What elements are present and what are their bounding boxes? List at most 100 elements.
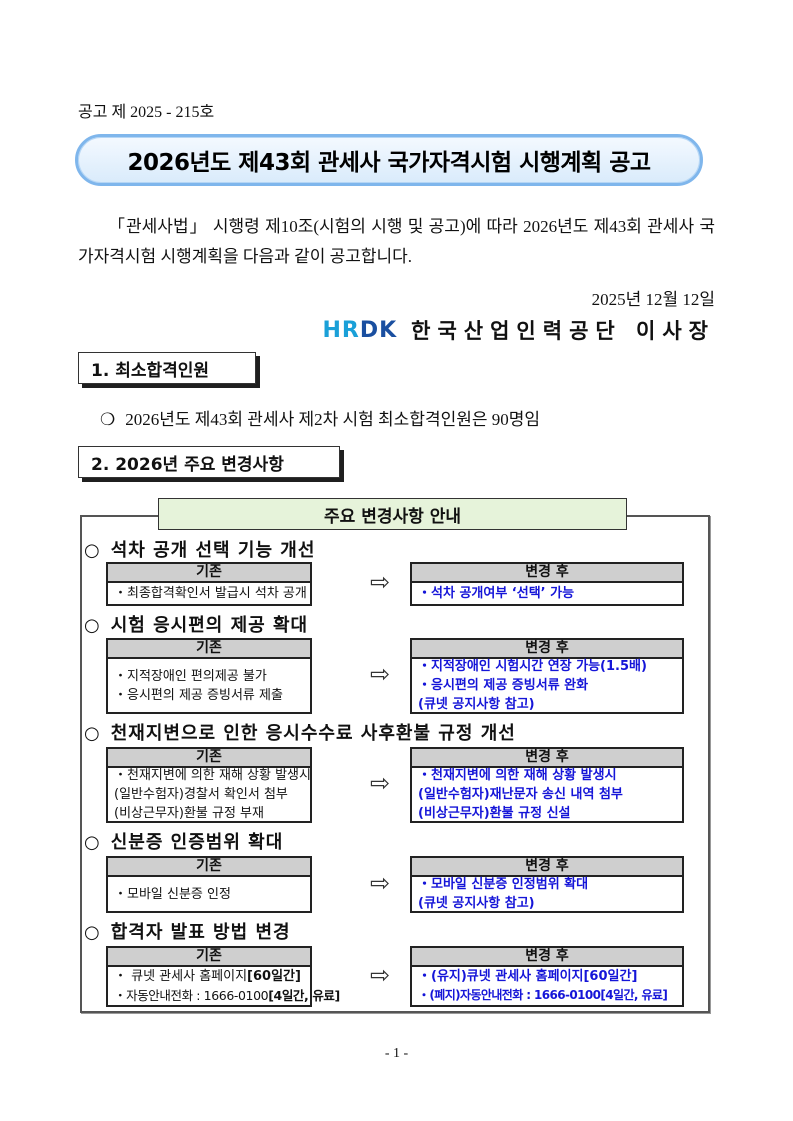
change-item-heading-text: 천재지변으로 인한 응시수수료 사후환불 규정 개선 [110,723,516,744]
before-table-header: 기존 [108,564,310,583]
after-table: 변경 후・모바일 신분증 인정범위 확대 (큐넷 공지사항 참고) [410,856,684,913]
after-line: ・(폐지)자동안내전화 : 1666-0100[4일간, 유료] [418,986,676,1005]
logo-part: DK [359,317,398,343]
after-line-text: (큐넷 공지사항 참고) [418,896,535,911]
change-item-heading-text: 석차 공개 선택 기능 개선 [110,540,316,561]
before-line: ・응시편의 제공 증빙서류 제출 [114,686,304,705]
after-table: 변경 후・천재지변에 의한 재해 상황 발생시 (일반수험자)재난문자 송신 내역… [410,747,684,823]
after-line-text: ・(폐지)자동안내전화 : 1666-0100[4일간, 유료] [418,988,668,1002]
right-arrow-icon: ⇨ [370,960,391,989]
after-table-body: ・지적장애인 시험시간 연장 가능(1.5배)・응시편의 제공 증빙서류 완화 … [412,659,682,712]
change-item-heading: ○천재지변으로 인한 응시수수료 사후환불 규정 개선 [84,719,516,745]
change-item-heading-text: 합격자 발표 방법 변경 [110,922,291,943]
after-line: ・석차 공개여부 ‘선택’ 가능 [418,584,676,603]
after-line: ・지적장애인 시험시간 연장 가능(1.5배) [418,657,676,676]
before-table: 기존・천재지변에 의한 재해 상황 발생시 (일반수험자)경찰서 확인서 첨부 (비… [106,747,312,823]
after-table-header: 변경 후 [412,858,682,877]
change-item-heading: ○ 신분증 인증범위 확대 [84,828,283,854]
change-item-heading: ○ 시험 응시편의 제공 확대 [84,611,308,637]
after-line-text: ・지적장애인 시험시간 연장 가능(1.5배) [418,659,647,674]
after-line-text: (일반수험자)재난문자 송신 내역 첨부 [418,787,623,802]
after-table-body: ・(유지)큐넷 관세사 홈페이지[60일간] ・(폐지)자동안내전화 : 1666… [412,967,682,1005]
change-item-heading: ○ 합격자 발표 방법 변경 [84,918,291,944]
after-table-header: 변경 후 [412,749,682,768]
right-arrow-icon: ⇨ [370,868,391,897]
before-line: ・모바일 신분증 인정 [114,885,304,904]
min-pass-statement: ❍ 2026년도 제43회 관세사 제2차 시험 최소합격인원은 90명임 [100,405,540,430]
after-line-text: (비상근무자)환불 규정 신설 [418,806,571,821]
before-line: (비상근무자)환불 규정 부재 [114,804,304,823]
change-item-heading: ○ 석차 공개 선택 기능 개선 [84,536,315,562]
logo-part: HR [322,317,360,343]
right-arrow-icon: ⇨ [370,769,391,797]
before-table: 기존 ・최종합격확인서 발급시 석차 공개 [106,562,312,606]
after-line: ・모바일 신분증 인정범위 확대 [418,875,676,894]
hrdk-logo: HRDK [322,318,397,343]
before-line-text: (일반수험자)경찰서 확인서 첨부 [114,787,288,802]
before-table-body: ・최종합격확인서 발급시 석차 공개 [108,583,310,604]
after-table: 변경 후・지적장애인 시험시간 연장 가능(1.5배)・응시편의 제공 증빙서류… [410,638,684,714]
before-line-text: ・최종합격확인서 발급시 석차 공개 [114,586,307,601]
before-line-text: (비상근무자)환불 규정 부재 [114,806,264,821]
before-line-text: ・ 큐넷 관세사 홈페이지 [114,969,248,984]
circle-bullet-icon: ○ [84,922,101,943]
after-table-header: 변경 후 [412,948,682,967]
after-line: (비상근무자)환불 규정 신설 [418,804,676,823]
after-line: ・응시편의 제공 증빙서류 완화 [418,676,676,695]
before-line-text: ・모바일 신분증 인정 [114,886,231,902]
change-item-heading-text: 시험 응시편의 제공 확대 [110,615,309,636]
section-heading-changes: 2. 2026년 주요 변경사항 [78,446,340,478]
change-item-heading-text: 신분증 인증범위 확대 [110,832,284,853]
after-line: (큐넷 공지사항 참고) [418,695,676,714]
announcement-date: 2025년 12월 12일 [591,290,715,309]
right-arrow-icon: ⇨ [370,568,391,596]
after-line-text: ・(유지)큐넷 관세사 홈페이지[60일간] [418,969,638,984]
before-line-text: ・지적장애인 편의제공 불가 [114,668,267,684]
before-line: ・지적장애인 편의제공 불가 [114,667,304,686]
before-table: 기존・모바일 신분증 인정 [106,856,312,913]
before-line-text: ・응시편의 제공 증빙서류 제출 [114,687,283,703]
before-table-header: 기존 [108,749,310,768]
circle-bullet-icon: ○ [84,832,101,853]
document-title: 2026년도 제43회 관세사 국가자격시험 시행계획 공고 [127,150,651,176]
before-table: 기존 ・지적장애인 편의제공 불가 ・응시편의 제공 증빙서류 제출 [106,638,312,714]
after-line-text: (큐넷 공지사항 참고) [418,697,535,712]
after-line-text: ・천재지변에 의한 재해 상황 발생시 [418,768,617,783]
after-line: ・천재지변에 의한 재해 상황 발생시 [418,766,676,785]
after-table-body: ・천재지변에 의한 재해 상황 발생시 (일반수험자)재난문자 송신 내역 첨부 (… [412,768,682,821]
circle-bullet-icon: ○ [84,615,101,636]
before-line-emphasis: [60일간] [247,969,301,984]
section-heading-min-pass: 1. 최소합격인원 [78,352,256,384]
before-table-header: 기존 [108,948,310,967]
before-table-body: ・지적장애인 편의제공 불가 ・응시편의 제공 증빙서류 제출 [108,659,310,712]
after-line-text: ・모바일 신분증 인정범위 확대 [418,877,589,892]
announcement-number: 공고 제 2025 - 215호 [78,104,215,121]
after-line: (큐넷 공지사항 참고) [418,894,676,913]
signature-block: HRDK 한국산업인력공단 이사장 [322,315,715,345]
before-line: ・최종합격확인서 발급시 석차 공개 [114,584,307,603]
after-table-body: ・석차 공개여부 ‘선택’ 가능 [412,583,682,604]
before-line-emphasis: [4일간, 유료] [268,988,340,1003]
before-table-header: 기존 [108,640,310,659]
circle-bullet-icon: ○ [84,540,101,561]
intro-paragraph: 「관세사법」 시행령 제10조(시험의 시행 및 공고)에 따라 2026년도 … [78,217,715,266]
right-arrow-icon: ⇨ [370,660,391,688]
after-line: ・(유지)큐넷 관세사 홈페이지[60일간] [418,967,676,986]
after-line-text: ・석차 공개여부 ‘선택’ 가능 [418,586,575,601]
after-line-text: ・응시편의 제공 증빙서류 완화 [418,678,589,693]
min-pass-text: 2026년도 제43회 관세사 제2차 시험 최소합격인원은 90명임 [125,410,541,429]
before-table-body: ・모바일 신분증 인정 [108,877,310,911]
document-title-banner: 2026년도 제43회 관세사 국가자격시험 시행계획 공고 [75,134,703,186]
after-table: 변경 후 ・(유지)큐넷 관세사 홈페이지[60일간] ・(폐지)자동안내전화 : … [410,946,684,1007]
before-line: (일반수험자)경찰서 확인서 첨부 [114,785,304,804]
after-line: (일반수험자)재난문자 송신 내역 첨부 [418,785,676,804]
page-number: - 1 - [384,1046,409,1061]
before-table: 기존・ 큐넷 관세사 홈페이지[60일간]・자동안내전화 : 1666-0100… [106,946,340,1007]
before-table-body: ・천재지변에 의한 재해 상황 발생시 (일반수험자)경찰서 확인서 첨부 (비상근… [108,768,311,823]
circle-bullet-icon: ❍ [100,410,116,429]
before-line: ・자동안내전화 : 1666-0100[4일간, 유료] [114,986,340,1005]
before-line-text: ・천재지변에 의한 재해 상황 발생시 [114,768,311,783]
after-table: 변경 후・석차 공개여부 ‘선택’ 가능 [410,562,684,606]
before-line-text: ・자동안내전화 : 1666-0100 [114,988,269,1003]
before-line: ・ 큐넷 관세사 홈페이지[60일간] [114,967,304,986]
